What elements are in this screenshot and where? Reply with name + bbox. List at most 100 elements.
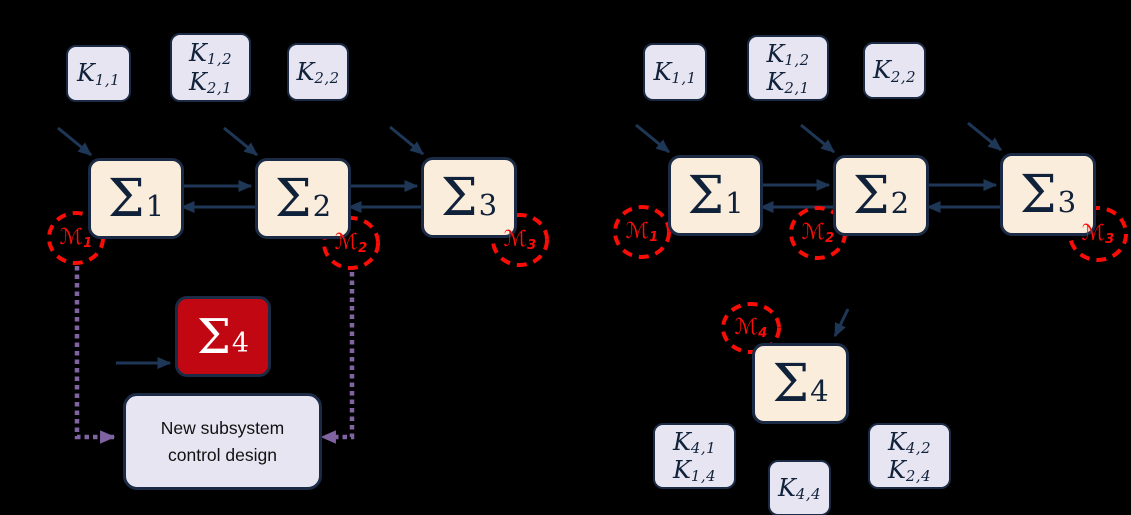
- label-base: Σ: [440, 167, 478, 228]
- label-base: ℳ: [625, 219, 650, 244]
- label-sub: 4,1: [690, 438, 717, 457]
- label-base: Σ: [274, 168, 312, 229]
- measurement-label-m1-left: ℳ1: [59, 225, 93, 251]
- label-sub: 3: [1057, 185, 1077, 220]
- measurement-label-m4-right: ℳ4: [734, 315, 768, 341]
- label-base: K: [766, 39, 785, 68]
- label-base: Σ: [852, 165, 890, 226]
- label-sub: 2,1: [206, 78, 233, 97]
- label-sub: 2,4: [905, 467, 932, 486]
- arrow-input-sigma2-left: [223, 126, 258, 157]
- label-base: K: [872, 56, 891, 85]
- label-sub: 4,2: [905, 438, 932, 457]
- label-base: ℳ: [801, 220, 826, 245]
- label-line: K4,2: [887, 427, 932, 457]
- label-base: K: [188, 67, 207, 96]
- gain-block-k11-right: K1,1: [643, 43, 707, 101]
- label-line: K1,2: [188, 39, 233, 69]
- gain-block-k12-k21-left: K1,2 K2,1: [170, 33, 251, 102]
- label-sub: 1,1: [671, 69, 697, 88]
- measurement-label-m1-right: ℳ1: [625, 219, 659, 245]
- label-line: K1,1: [653, 57, 697, 88]
- label-base: K: [672, 456, 691, 484]
- arrow-input-sigma2-right: [800, 123, 835, 154]
- label-sub: 1: [83, 235, 93, 251]
- label-sub: 3: [527, 237, 537, 253]
- label-line: K2,1: [766, 68, 809, 97]
- design-box-line2: control design: [168, 444, 277, 465]
- label-line: K1,2: [766, 39, 810, 69]
- gain-block-k12-k21-right: K1,2 K2,1: [747, 35, 829, 101]
- label-base: K: [887, 427, 906, 456]
- label-base: ℳ: [334, 230, 359, 255]
- gain-block-k22-right: K2,2: [863, 42, 926, 99]
- arrow-input-sigma1-right: [635, 123, 670, 154]
- dotted-link-m1-to-design-box: [74, 266, 116, 444]
- label-base: ℳ: [734, 315, 759, 340]
- label-line: K2,1: [188, 67, 233, 97]
- label-base: Σ: [1019, 164, 1057, 225]
- measurement-label-m3-right: ℳ3: [1081, 221, 1115, 247]
- label-base: K: [672, 427, 691, 456]
- label-base: K: [777, 473, 796, 502]
- gain-block-k41-k14-right: K4,1 K1,4: [653, 423, 736, 489]
- label-base: Σ: [196, 308, 231, 365]
- label-base: ℳ: [503, 227, 528, 252]
- label-sub: 4: [758, 325, 768, 341]
- measurement-label-m2-right: ℳ2: [801, 220, 835, 246]
- arrow-input-sigma4-right: [833, 308, 850, 338]
- label-sub: 2,2: [314, 69, 340, 88]
- label-base: K: [887, 456, 906, 484]
- label-sub: 2: [358, 240, 368, 256]
- gain-block-k44-right: K4,4: [768, 460, 831, 515]
- label-sub: 4: [231, 327, 250, 359]
- label-sub: 2: [890, 186, 910, 221]
- measurement-label-m2-left: ℳ2: [334, 230, 368, 256]
- gain-block-k42-k24-right: K4,2 K2,4: [868, 423, 951, 489]
- label-base: K: [296, 57, 315, 86]
- label-sub: 1,2: [206, 50, 233, 69]
- label-base: Σ: [107, 168, 145, 229]
- measurement-label-m3-left: ℳ3: [503, 227, 537, 253]
- arrow-input-sigma1-left: [57, 126, 92, 157]
- label-sub: 1,1: [94, 70, 121, 89]
- label-line: K1,4: [672, 456, 717, 486]
- design-box: New subsystem control design: [123, 393, 322, 490]
- label-base: K: [76, 59, 95, 88]
- label-sub: 4: [810, 374, 829, 409]
- label-sub: 1,2: [784, 50, 810, 69]
- label-sub: 1: [725, 186, 744, 221]
- label-line: K2,4: [887, 456, 932, 486]
- label-line: K4,4: [777, 473, 821, 503]
- label-line: K2,2: [872, 56, 916, 85]
- label-base: ℳ: [59, 225, 84, 250]
- label-base: K: [653, 57, 672, 86]
- label-sub: 3: [1105, 231, 1115, 247]
- label-line: K2,2: [296, 57, 340, 88]
- design-box-line1: New subsystem: [160, 418, 285, 439]
- label-sub: 1: [649, 229, 659, 245]
- label-base: K: [766, 68, 785, 96]
- label-sub: 1,4: [690, 467, 717, 486]
- label-base: ℳ: [1081, 221, 1106, 246]
- dotted-link-m2-to-design-box: [320, 272, 355, 444]
- label-sub: 1: [145, 189, 165, 224]
- arrow-input-sigma3-right: [967, 121, 1002, 152]
- label-line: K1,1: [76, 59, 121, 89]
- label-sub: 2: [825, 230, 835, 246]
- label-sub: 3: [478, 188, 498, 223]
- label-base: Σ: [687, 165, 725, 226]
- label-line: K4,1: [672, 427, 717, 457]
- label-base: Σ: [772, 353, 810, 414]
- gain-block-k22-left: K2,2: [287, 43, 349, 101]
- label-base: K: [188, 39, 207, 68]
- gain-block-k11-left: K1,1: [66, 45, 131, 102]
